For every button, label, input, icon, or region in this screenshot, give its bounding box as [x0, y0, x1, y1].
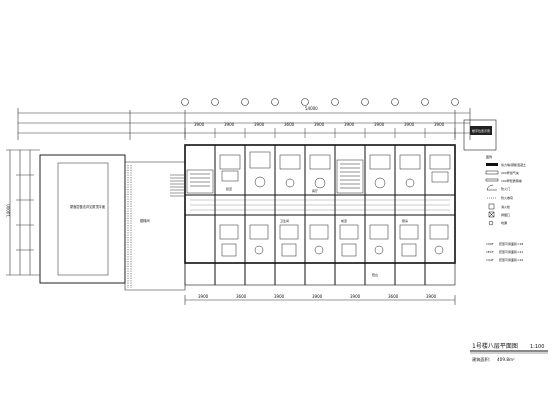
dim-top-5: 3900	[314, 122, 325, 127]
dim-bottom-6: 3600	[388, 294, 399, 299]
dim-bottom-1: 3900	[198, 294, 209, 299]
dim-top-9: 3900	[434, 122, 445, 127]
plaza-area: 楼梯间	[124, 155, 186, 291]
room-label-living: 客厅	[312, 188, 318, 193]
legend-item-1: 剪力墙/钢筋混凝土	[486, 162, 526, 167]
legend-item-5: 防火卷帘	[487, 195, 513, 200]
axis-bubbles-top	[181, 98, 459, 106]
legend-item-4: 防火门	[486, 184, 510, 191]
plan-title-block: 1号楼八层平面图 1:100 建筑面积: 409.8m²	[470, 342, 548, 363]
legend-item-2: 200厚加气块	[485, 170, 519, 175]
roof-block: 屋面层做法详见屋顶平面	[39, 154, 126, 284]
legend: 图例 剪力墙/钢筋混凝土 200厚加气块 100厚轻质隔墙 防火门 防火卷帘 消…	[485, 154, 526, 226]
dim-bottom-5: 3900	[350, 294, 361, 299]
legend-item-label: 排烟口	[501, 212, 510, 217]
dim-bottom-7: 3900	[426, 294, 437, 299]
dim-top-4: 3600	[284, 122, 295, 127]
dim-top-6: 3900	[344, 122, 355, 127]
legend-item-label: 200厚加气块	[501, 170, 519, 175]
room-label-bedroom: 卧室	[226, 186, 232, 191]
top-dimension-labels: 3900 3900 3900 3600 3900 3900 3900 3900 …	[194, 106, 445, 127]
legend-item-8: 地漏	[488, 220, 507, 226]
top-dimension-ticks	[184, 128, 456, 138]
dim-bottom-4: 3900	[312, 294, 323, 299]
building-outline	[184, 144, 456, 286]
bottom-dimension-labels: 3900 3600 3900 3900 3900 3600 3900	[198, 294, 437, 299]
key-plan: 楼宇位置示意	[463, 119, 497, 151]
dim-top-2: 3900	[224, 122, 235, 127]
dim-left-total: 14000	[6, 204, 11, 217]
room-label-lobby: 前室	[341, 218, 347, 223]
legend-item-label: 剪力墙/钢筋混凝土	[501, 162, 526, 167]
legend-heading: 图例	[486, 154, 492, 159]
corridor	[190, 199, 450, 211]
legend-item-3: 100厚轻质隔墙	[485, 178, 522, 183]
legend-item-label: 消火栓	[501, 204, 510, 209]
unit-stat-text: 套型可用面积=21	[499, 249, 523, 254]
furniture	[219, 151, 451, 257]
dim-bottom-2: 3600	[236, 294, 247, 299]
bottom-dimension-chain	[184, 295, 456, 305]
key-plan-label: 楼宇位置示意	[472, 128, 490, 133]
left-dimension-chain	[6, 149, 40, 276]
stairwells	[186, 159, 364, 194]
stair-note: 楼梯间	[140, 218, 150, 223]
unit-stat-code: 1X4F	[486, 258, 494, 262]
unit-stat-text: 套型可用面积=18	[499, 241, 523, 246]
legend-item-label: 地漏	[501, 220, 507, 225]
legend-item-label: 防火卷帘	[501, 195, 513, 200]
unit-stat-code: 1E4F	[486, 250, 494, 254]
room-label-bath: 卫生间	[280, 218, 289, 223]
plan-title: 1号楼八层平面图	[472, 342, 518, 350]
dim-top-8: 3900	[404, 122, 415, 127]
legend-item-6: 消火栓	[488, 203, 510, 210]
legend-item-7: 排烟口	[488, 211, 510, 218]
unit-stats: 1X6F 套型可用面积=18 1E4F 套型可用面积=21 1X4F 套型可用面…	[486, 241, 523, 262]
unit-stat-text: 套型可用面积=24	[499, 257, 523, 262]
stair-hatch-left	[170, 174, 184, 197]
plan-scale: 1:100	[530, 344, 544, 350]
dim-top-overall: 54000	[305, 106, 318, 111]
area-value: 409.8m²	[497, 357, 515, 362]
dim-top-1: 3900	[194, 122, 205, 127]
room-labels: 卧室 客厅 卫生间 阳台 厨房 前室	[226, 186, 408, 277]
legend-item-label: 防火门	[501, 186, 510, 191]
dim-top-3: 3900	[254, 122, 265, 127]
legend-item-label: 100厚轻质隔墙	[501, 178, 522, 183]
dim-bottom-3: 3900	[274, 294, 285, 299]
internal-walls	[185, 145, 455, 285]
area-label: 建筑面积:	[472, 356, 490, 363]
room-label-balcony: 阳台	[372, 272, 378, 277]
top-dimension-chain	[17, 108, 471, 140]
roof-block-note: 屋面层做法详见屋顶平面	[70, 204, 105, 209]
room-label-kitchen: 厨房	[402, 218, 408, 223]
unit-stat-code: 1X6F	[486, 242, 494, 246]
dim-top-7: 3900	[374, 122, 385, 127]
